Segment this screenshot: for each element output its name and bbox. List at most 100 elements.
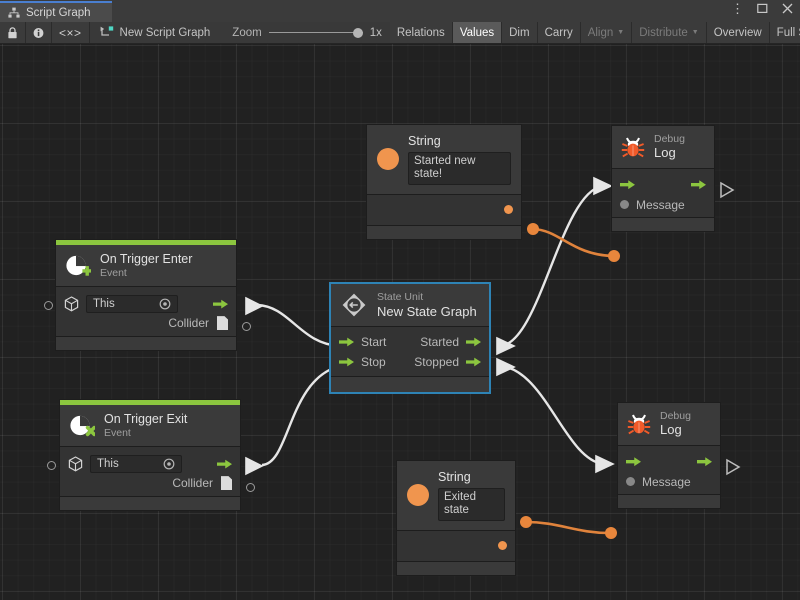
- node-header: On Trigger Enter Event: [56, 245, 236, 288]
- node-on-trigger-enter[interactable]: On Trigger Enter Event This: [55, 239, 237, 352]
- target-object-field[interactable]: This: [90, 455, 182, 474]
- more-options-icon[interactable]: ⋮: [731, 1, 744, 16]
- stopped-output-group[interactable]: Stopped: [414, 355, 481, 369]
- flow-input-port[interactable]: [626, 457, 641, 467]
- graph-icon: [8, 7, 20, 18]
- event-enter-icon: [66, 255, 91, 276]
- toolbar-button-values-label: Values: [459, 26, 495, 39]
- start-label: Start: [361, 335, 387, 349]
- message-input-port[interactable]: [620, 200, 629, 210]
- toolbar-button-distribute[interactable]: Distribute ▼: [632, 22, 707, 43]
- collider-row: Collider: [56, 314, 236, 334]
- message-port-group[interactable]: Message: [626, 475, 691, 489]
- tab-script-graph[interactable]: Script Graph: [0, 1, 112, 22]
- trigger-enter-external-output-port[interactable]: [242, 322, 251, 331]
- graph-name-breadcrumb[interactable]: New Script Graph: [89, 22, 225, 43]
- started-output-port[interactable]: [466, 337, 481, 347]
- node-footer: [612, 216, 714, 231]
- string-output-port[interactable]: [504, 204, 513, 214]
- node-string-top[interactable]: String Started new state!: [366, 124, 522, 240]
- document-icon[interactable]: [217, 316, 228, 331]
- flow-output-port[interactable]: [691, 180, 706, 190]
- node-debug-log-top[interactable]: Debug Log Message: [611, 125, 715, 232]
- node-on-trigger-exit[interactable]: On Trigger Exit Event This: [59, 399, 241, 512]
- toolbar-button-fullscreen[interactable]: Full Scre: [769, 22, 800, 43]
- maximize-icon[interactable]: [756, 2, 769, 15]
- collider-label: Collider: [168, 316, 209, 331]
- flow-row: [618, 452, 720, 472]
- graph-canvas[interactable]: String Started new state!: [0, 44, 800, 600]
- title-bar: Script Graph ⋮: [0, 0, 800, 22]
- string-value-input[interactable]: Exited state: [438, 487, 505, 521]
- node-header: On Trigger Exit Event: [60, 405, 240, 448]
- node-state-unit[interactable]: State Unit New State Graph Start Started: [329, 282, 491, 394]
- node-title-group: String Started new state!: [408, 134, 511, 185]
- node-debug-log-bottom[interactable]: Debug Log Message: [617, 402, 721, 509]
- target-group: This: [68, 455, 182, 474]
- zoom-control[interactable]: Zoom 1x: [224, 22, 390, 43]
- node-header: String Exited state: [397, 461, 515, 531]
- message-row: Message: [618, 472, 720, 492]
- node-body: [397, 530, 515, 561]
- node-subtitle: Event: [100, 266, 127, 279]
- node-subtitle: Event: [104, 426, 131, 439]
- toolbar-button-fullscreen-label: Full Scre: [776, 26, 800, 39]
- document-icon[interactable]: [221, 476, 232, 491]
- node-body: Message: [612, 168, 714, 217]
- code-view-button[interactable]: <×>: [52, 22, 90, 43]
- start-input-group[interactable]: Start: [339, 335, 386, 349]
- lock-button[interactable]: [0, 22, 26, 43]
- message-port-group[interactable]: Message: [620, 198, 685, 212]
- stop-input-port[interactable]: [339, 357, 354, 367]
- trigger-flow-output-port[interactable]: [217, 459, 232, 469]
- toolbar-button-align[interactable]: Align ▼: [580, 22, 633, 43]
- flow-output-port[interactable]: [697, 457, 712, 467]
- stopped-output-port[interactable]: [466, 357, 481, 367]
- code-icon: <×>: [59, 25, 82, 40]
- target-object-field[interactable]: This: [86, 295, 178, 314]
- node-string-bottom[interactable]: String Exited state: [396, 460, 516, 576]
- trigger-exit-external-input-port[interactable]: [47, 461, 56, 470]
- stop-row: Stop Stopped: [331, 352, 489, 372]
- target-row: This: [60, 454, 240, 474]
- node-subtitle: Debug: [654, 133, 685, 145]
- event-accent-bar: [60, 400, 240, 405]
- node-title: String: [438, 470, 471, 484]
- zoom-slider-knob[interactable]: [352, 27, 363, 38]
- tab-label: Script Graph: [26, 6, 91, 19]
- zoom-slider-track: [268, 32, 363, 33]
- started-output-group[interactable]: Started: [420, 335, 481, 349]
- toolbar-button-carry[interactable]: Carry: [537, 22, 581, 43]
- graph-toolbar: <×> New Script Graph Zoom 1x Relations V…: [0, 22, 800, 44]
- target-picker-icon[interactable]: [159, 298, 171, 310]
- message-input-port[interactable]: [626, 477, 635, 487]
- chevron-down-icon: ▼: [691, 29, 699, 36]
- toolbar-button-relations[interactable]: Relations: [389, 22, 453, 43]
- trigger-flow-output-port[interactable]: [213, 299, 228, 309]
- trigger-exit-external-output-port[interactable]: [246, 483, 255, 492]
- string-output-port[interactable]: [498, 540, 507, 550]
- start-input-port[interactable]: [339, 337, 354, 347]
- flow-input-port[interactable]: [620, 180, 635, 190]
- event-exit-icon: [70, 415, 95, 436]
- state-unit-icon: [342, 293, 366, 317]
- stop-input-group[interactable]: Stop: [339, 355, 386, 369]
- node-header: State Unit New State Graph: [331, 284, 489, 327]
- node-footer: [60, 496, 240, 511]
- zoom-slider[interactable]: [268, 27, 363, 39]
- node-title-group: On Trigger Exit Event: [104, 412, 187, 439]
- node-body: Message: [618, 445, 720, 494]
- window-controls: ⋮: [731, 2, 794, 15]
- toolbar-button-overview[interactable]: Overview: [706, 22, 770, 43]
- string-value-input[interactable]: Started new state!: [408, 151, 511, 185]
- data-port-dot: [608, 250, 620, 262]
- close-icon[interactable]: [781, 2, 794, 15]
- info-button[interactable]: [26, 22, 52, 43]
- info-icon: [33, 27, 44, 38]
- node-title: String: [408, 134, 441, 148]
- target-picker-icon[interactable]: [163, 458, 175, 470]
- node-title: Log: [660, 422, 682, 438]
- trigger-enter-external-input-port[interactable]: [44, 301, 53, 310]
- toolbar-button-values[interactable]: Values: [452, 22, 503, 43]
- toolbar-button-dim[interactable]: Dim: [502, 22, 538, 43]
